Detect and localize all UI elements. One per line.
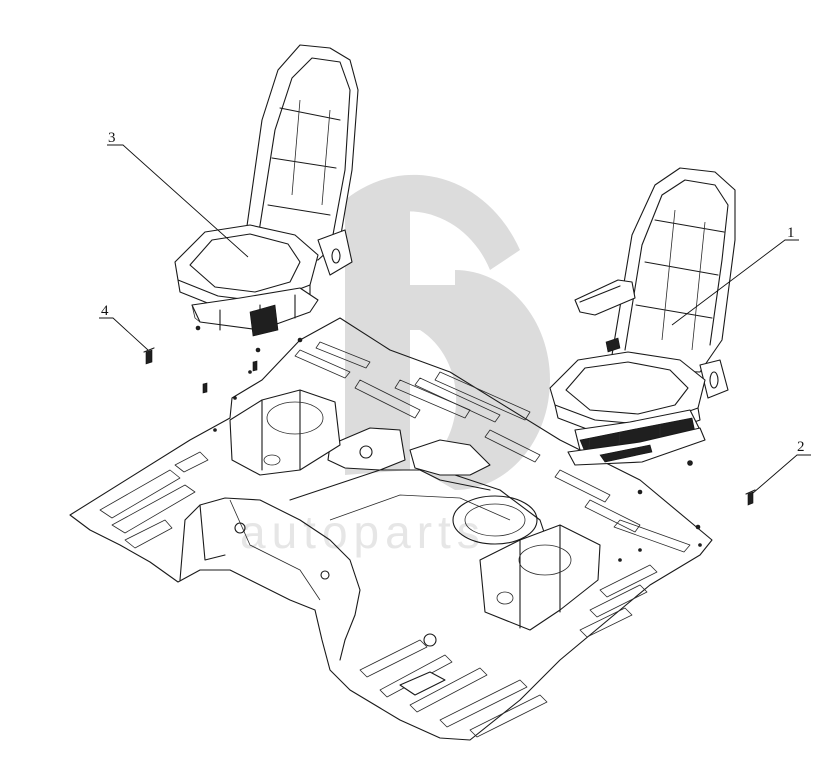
callout-label-3: 3 <box>108 130 116 146</box>
callout-label-4: 4 <box>101 303 109 319</box>
svg-text:autoparts: autoparts <box>240 506 486 558</box>
callout-label-2: 2 <box>797 439 805 455</box>
fastener-left <box>143 347 258 394</box>
seat-left <box>174 44 359 353</box>
callout-4: 4 <box>99 303 149 351</box>
callout-label-1: 1 <box>787 225 795 241</box>
fastener-right <box>745 489 756 506</box>
callout-2: 2 <box>752 439 811 494</box>
cab-floor-panel <box>69 317 713 741</box>
callout-3: 3 <box>107 130 249 258</box>
callout-1: 1 <box>671 225 799 326</box>
seat-right <box>549 167 736 530</box>
